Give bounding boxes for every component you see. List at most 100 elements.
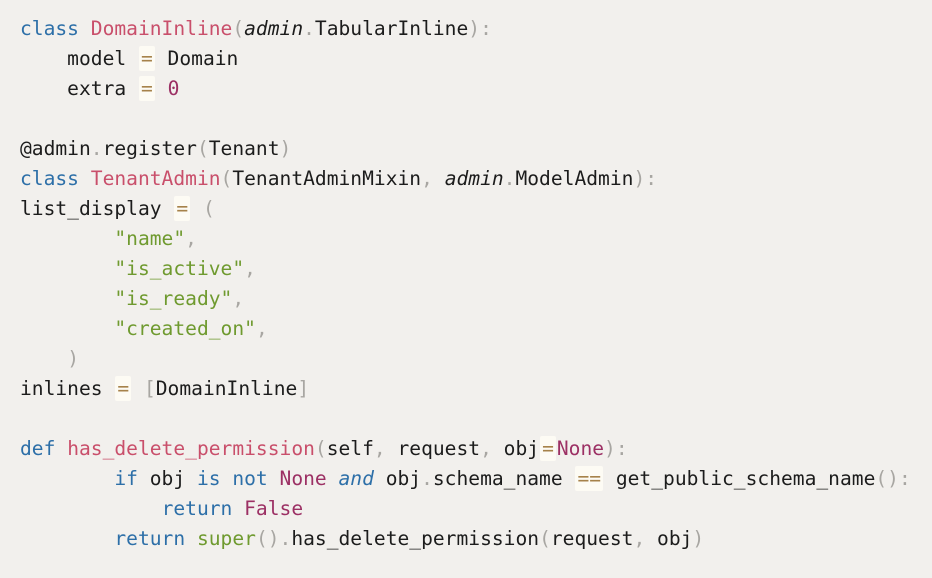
code-token-kw: is	[196, 467, 221, 490]
code-token-const: None	[279, 467, 327, 490]
code-token-txt: admin	[244, 17, 304, 40]
code-token-txt	[268, 467, 280, 490]
code-token-op: ==	[575, 466, 604, 491]
code-line: return False	[20, 494, 932, 524]
code-line: inlines = [DomainInline]	[20, 374, 932, 404]
code-token-fn: super	[196, 527, 256, 550]
code-token-txt	[232, 497, 244, 520]
code-token-txt: DomainInline	[155, 377, 298, 400]
code-token-op: =	[115, 376, 132, 401]
code-token-txt: Tenant	[208, 137, 280, 160]
code-token-kw: def	[20, 437, 56, 460]
code-token-kw: return	[161, 497, 233, 520]
code-token-txt	[327, 467, 339, 490]
code-token-txt: request	[385, 437, 481, 460]
code-token-op: =	[174, 196, 191, 221]
code-token-txt: schema_name	[432, 467, 575, 490]
code-token-txt: self	[326, 437, 374, 460]
code-token-name: TenantAdmin	[90, 167, 221, 190]
code-token-punc: ().	[255, 527, 292, 550]
code-token-punc: ,	[633, 527, 646, 550]
code-token-txt	[221, 467, 233, 490]
code-token-str: "is_active"	[114, 257, 245, 280]
code-token-punc: (	[196, 137, 209, 160]
code-token-const: 0	[167, 77, 180, 100]
code-token-txt	[433, 167, 445, 190]
code-token-op: =	[138, 76, 155, 101]
code-token-kw: and	[338, 467, 374, 490]
code-token-punc: ():	[875, 467, 911, 490]
code-token-txt	[20, 497, 162, 520]
code-line: )	[20, 344, 932, 374]
code-token-txt: obj	[491, 437, 540, 460]
code-line: "is_ready",	[20, 284, 932, 314]
code-token-name: DomainInline	[90, 17, 233, 40]
code-token-punc: ,	[244, 257, 256, 280]
code-line: list_display = (	[20, 194, 932, 224]
code-token-kw: return	[114, 527, 186, 550]
code-token-kw: class	[20, 17, 79, 40]
code-token-punc: )	[67, 347, 79, 370]
code-token-punc: ,	[421, 167, 433, 190]
code-token-punc: ,	[232, 287, 245, 310]
code-token-punc: (	[220, 167, 233, 190]
code-token-punc: .	[90, 137, 103, 160]
code-line: if obj is not None and obj.schema_name =…	[20, 464, 932, 494]
code-token-txt: inlines	[20, 377, 115, 400]
code-token-op: =	[540, 436, 556, 461]
code-token-txt: ModelAdmin	[515, 167, 634, 190]
code-token-punc: )	[279, 137, 292, 160]
code-line	[20, 104, 932, 134]
code-token-str: "is_ready"	[114, 287, 233, 310]
code-token-punc: ):	[604, 437, 628, 460]
code-token-txt	[156, 77, 168, 100]
code-token-kw: not	[232, 467, 268, 490]
code-token-txt: extra	[20, 77, 138, 100]
code-token-punc: [	[143, 377, 156, 400]
code-token-punc: ,	[373, 437, 386, 460]
code-token-const: False	[244, 497, 304, 520]
code-token-kw: class	[20, 167, 79, 190]
code-token-punc: ):	[468, 17, 492, 40]
code-token-txt	[79, 17, 91, 40]
code-token-txt: has_delete_permission	[291, 527, 540, 550]
code-token-txt: model	[20, 47, 138, 70]
code-token-txt	[20, 317, 114, 340]
code-token-txt: admin	[444, 167, 504, 190]
code-token-punc: (	[202, 197, 215, 220]
code-token-txt	[55, 437, 67, 460]
code-token-punc: .	[303, 17, 315, 40]
code-token-str: "created_on"	[114, 317, 256, 340]
code-line: @admin.register(Tenant)	[20, 134, 932, 164]
code-token-name: has_delete_permission	[67, 437, 315, 460]
code-line: model = Domain	[20, 44, 932, 74]
code-token-kw: if	[114, 467, 138, 490]
code-token-txt: obj	[373, 467, 422, 490]
code-line: "name",	[20, 224, 932, 254]
code-token-punc: ,	[185, 227, 197, 250]
code-token-txt: TabularInline	[314, 17, 469, 40]
code-line: "created_on",	[20, 314, 932, 344]
code-token-txt	[20, 347, 67, 370]
code-token-punc: ]	[297, 377, 310, 400]
code-token-txt	[20, 227, 114, 250]
code-token-txt	[191, 197, 203, 220]
code-token-txt: request	[550, 527, 634, 550]
code-token-punc: )	[692, 527, 705, 550]
code-line: "is_active",	[20, 254, 932, 284]
code-token-punc: (	[539, 527, 551, 550]
code-token-punc: ):	[633, 167, 658, 190]
code-token-txt: obj	[645, 527, 693, 550]
code-token-txt: list_display	[20, 197, 174, 220]
code-token-txt: @admin	[20, 137, 91, 160]
code-token-punc: .	[503, 167, 516, 190]
code-token-str: "name"	[114, 227, 186, 250]
code-token-txt: obj	[137, 467, 197, 490]
code-line	[20, 404, 932, 434]
code-token-txt: get_public_schema_name	[604, 467, 876, 490]
code-token-txt	[20, 527, 114, 550]
code-token-punc: (	[314, 437, 327, 460]
code-token-txt	[20, 257, 114, 280]
code-token-txt	[20, 467, 114, 490]
